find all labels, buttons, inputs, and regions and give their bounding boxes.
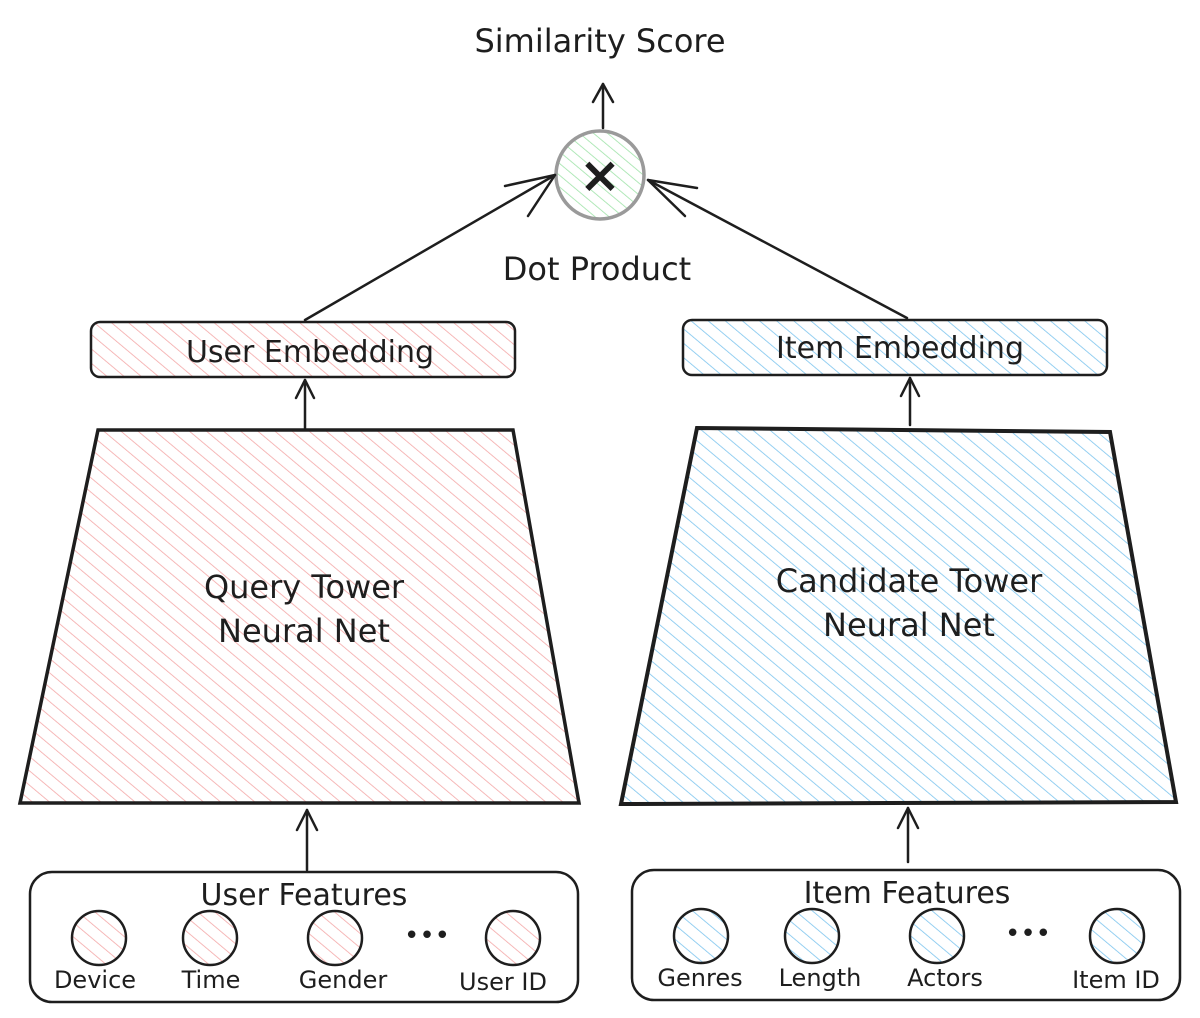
multiply-icon: × — [579, 146, 621, 204]
arrow-user-embedding-to-operator — [303, 173, 557, 322]
feature-node-genres — [672, 907, 730, 965]
user-features-box: User Features ••• Device Time Gender Use… — [28, 870, 580, 1004]
query-tower-label-line1: Query Tower — [204, 568, 405, 606]
candidate-tower: Candidate Tower Neural Net — [618, 425, 1179, 807]
feature-node-length — [783, 907, 841, 965]
user-embedding-label: User Embedding — [186, 335, 434, 370]
item-features-title: Item Features — [804, 876, 1011, 911]
feature-label-gender: Gender — [299, 966, 388, 994]
arrow-query-tower-to-user-embedding — [294, 378, 316, 432]
feature-label-length: Length — [779, 964, 862, 992]
arrow-to-score — [591, 82, 615, 130]
arrow-item-embedding-to-operator — [646, 178, 909, 320]
feature-label-user-id: User ID — [459, 968, 547, 996]
feature-node-actors — [908, 907, 966, 965]
item-embedding-label: Item Embedding — [776, 331, 1024, 366]
dot-product-label: Dot Product — [503, 250, 691, 288]
feature-label-actors: Actors — [907, 964, 983, 992]
user-features-ellipsis: ••• — [404, 921, 450, 951]
feature-node-item-id — [1088, 907, 1146, 965]
feature-label-genres: Genres — [657, 964, 742, 992]
user-features-title: User Features — [201, 878, 408, 913]
item-embedding-box: Item Embedding — [681, 318, 1109, 377]
similarity-score-label: Similarity Score — [474, 22, 725, 60]
query-tower: Query Tower Neural Net — [17, 428, 582, 805]
arrow-candidate-tower-to-item-embedding — [899, 376, 921, 427]
feature-label-device: Device — [54, 966, 136, 994]
feature-node-time — [181, 909, 239, 967]
item-features-box: Item Features ••• Genres Length Actors I… — [630, 868, 1182, 1002]
feature-node-user-id — [484, 909, 542, 967]
item-features-ellipsis: ••• — [1005, 919, 1051, 949]
query-tower-label-line2: Neural Net — [218, 612, 390, 650]
feature-label-item-id: Item ID — [1072, 966, 1160, 994]
candidate-tower-label-line2: Neural Net — [823, 606, 995, 644]
dot-product-operator: × — [554, 129, 646, 221]
feature-label-time: Time — [181, 966, 241, 994]
candidate-tower-label-line1: Candidate Tower — [776, 562, 1043, 600]
arrow-user-features-to-query-tower — [295, 808, 319, 872]
feature-node-gender — [306, 909, 364, 967]
user-embedding-box: User Embedding — [89, 320, 517, 379]
feature-node-device — [70, 909, 128, 967]
arrow-item-features-to-candidate-tower — [896, 806, 920, 864]
